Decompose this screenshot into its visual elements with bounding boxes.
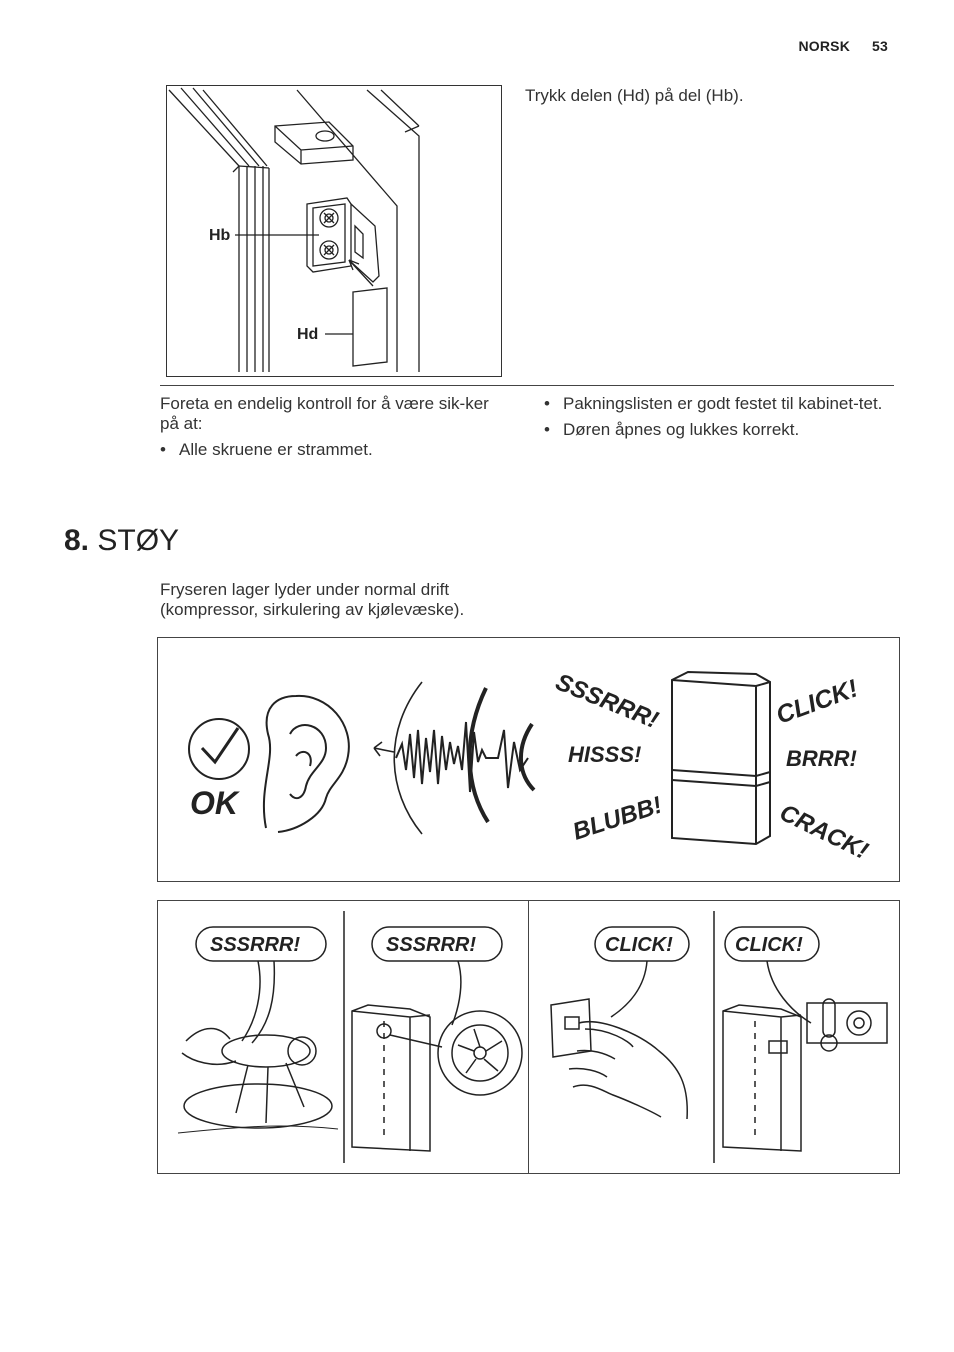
noise-illustration: OK SSSRRR! HISSS! BLUBB! CLICK! BRRR! CR… [157, 637, 900, 882]
final-check-intro: Foreta en endelig kontroll for å være si… [160, 394, 489, 433]
label-hb: Hb [209, 227, 231, 244]
fly-and-fan-drawing: SSSRRR! SSSRRR! [177, 911, 523, 1163]
instruction-text: Trykk delen (Hd) på del (Hb). [525, 86, 744, 105]
final-check-right: Pakningslisten er godt festet til kabine… [544, 394, 894, 440]
bubble-label: SSSRRR! [386, 934, 476, 956]
page-number: 53 [872, 38, 888, 54]
bubble-label: CLICK! [605, 934, 673, 956]
language-label: NORSK [798, 38, 851, 54]
section-heading: 8. STØY [64, 524, 179, 558]
sound-label: CRACK! [775, 799, 872, 865]
hinge-illustration: Hb Hd [166, 85, 502, 377]
bottom-panel-right: CLICK! CLICK! [528, 900, 900, 1174]
ok-label: OK [190, 785, 241, 821]
section-number: 8. [64, 524, 90, 557]
sound-label: SSSRRR! [552, 669, 662, 734]
final-check-list-left: Alle skruene er strammet. [160, 440, 500, 460]
sound-label: CLICK! [772, 674, 861, 729]
sound-label: BLUBB! [570, 792, 666, 846]
sound-label: HISSS! [568, 742, 641, 767]
label-hd: Hd [297, 326, 318, 343]
page-header: NORSK 53 [776, 38, 888, 54]
section-divider [160, 385, 894, 386]
list-item: Alle skruene er strammet. [160, 440, 500, 460]
section-title: STØY [97, 524, 180, 557]
bubble-label: CLICK! [735, 934, 803, 956]
sound-label: BRRR! [786, 746, 857, 771]
final-check-list-right: Pakningslisten er godt festet til kabine… [544, 394, 894, 440]
section-intro: Fryseren lager lyder under normal drift … [160, 580, 465, 619]
switch-and-thermostat-drawing: CLICK! CLICK! [550, 911, 888, 1163]
list-item: Pakningslisten er godt festet til kabine… [544, 394, 894, 414]
noise-drawing: OK SSSRRR! HISSS! BLUBB! CLICK! BRRR! CR… [188, 669, 872, 865]
bottom-panel-left: SSSRRR! SSSRRR! [157, 900, 529, 1174]
final-check-left: Foreta en endelig kontroll for å være si… [160, 394, 500, 460]
hinge-drawing: Hb Hd [168, 87, 420, 372]
list-item: Døren åpnes og lukkes korrekt. [544, 420, 894, 440]
bubble-label: SSSRRR! [210, 934, 300, 956]
